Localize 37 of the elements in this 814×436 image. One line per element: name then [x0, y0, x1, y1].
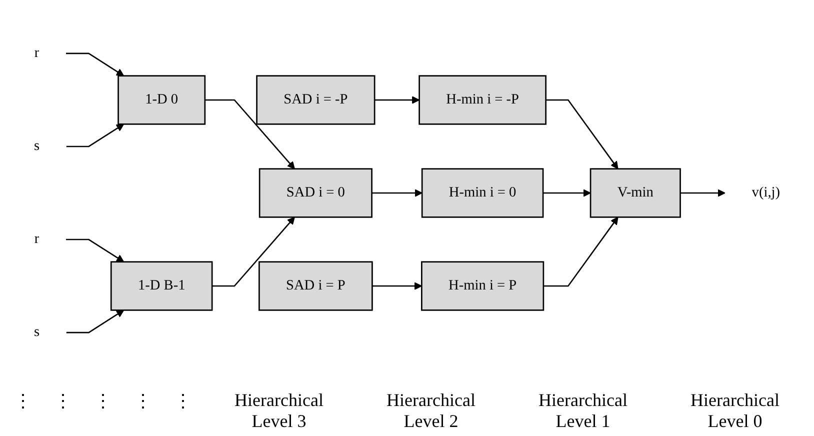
- arrow: [543, 216, 618, 287]
- node-text: s: [34, 324, 40, 340]
- node-box: [590, 168, 681, 218]
- arrow: [66, 238, 124, 262]
- arrow: [66, 310, 124, 334]
- node-box: [421, 261, 544, 311]
- arrow: [372, 189, 422, 197]
- node-box: [110, 261, 213, 311]
- arrow: [374, 96, 420, 104]
- arrow: [66, 124, 124, 148]
- note-text: Hierarchical Level 2: [386, 390, 476, 432]
- node-box: [418, 75, 546, 125]
- note-text: Hierarchical Level 0: [690, 390, 780, 432]
- arrow: [543, 189, 591, 197]
- node-box: [258, 261, 373, 311]
- arrow: [204, 99, 295, 170]
- node-box: [258, 168, 372, 218]
- arrow: [546, 99, 618, 170]
- node-box: [421, 168, 544, 218]
- note-text: Hierarchical Level 3: [234, 390, 324, 432]
- node-box: [118, 75, 206, 125]
- arrow: [66, 52, 124, 76]
- note-text: Hierarchical Level 1: [538, 390, 628, 432]
- node-text: r: [34, 231, 40, 247]
- node-text: s: [34, 138, 40, 154]
- node-text: v(i,j): [752, 184, 780, 200]
- block-diagram: r s 1-D 0 r s 1-D B-1 SAD i = -P SAD i = 0 SAD i = P H-min i = -P H-min i = 0 H-min i = P V-min v(i,j): [0, 0, 814, 386]
- arrow: [680, 189, 726, 197]
- note-text: ⋮: [174, 390, 192, 413]
- note-text: ⋮: [54, 390, 72, 413]
- arrow: [212, 216, 295, 287]
- arrow: [372, 282, 422, 290]
- node-text: r: [34, 45, 40, 61]
- note-text: ⋮: [94, 390, 112, 413]
- note-text: ⋮: [134, 390, 152, 413]
- note-text: ⋮: [14, 390, 32, 413]
- node-box: [256, 75, 376, 125]
